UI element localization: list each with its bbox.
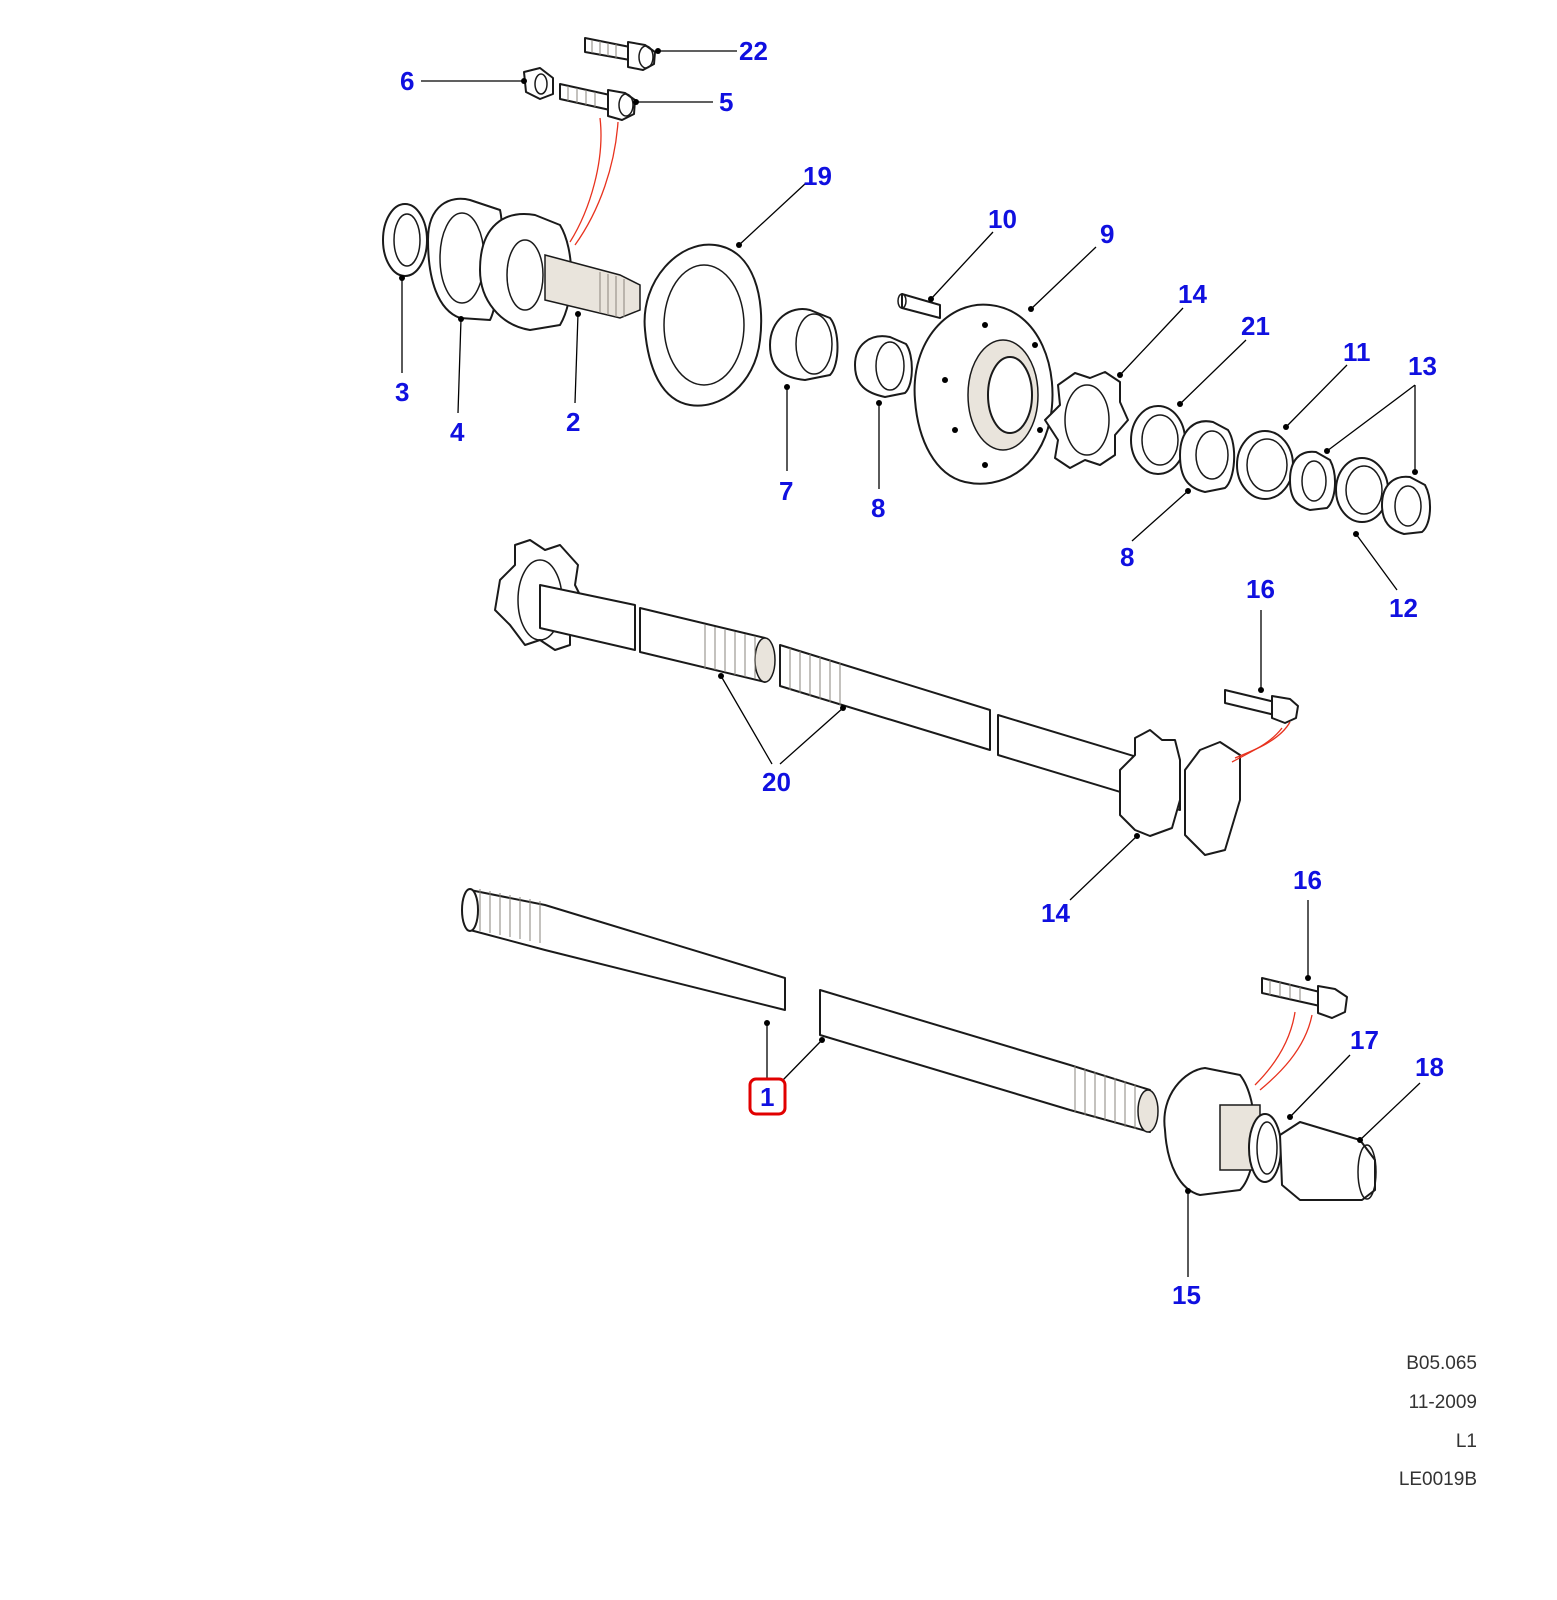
callout-11[interactable]: 11 <box>1343 337 1371 367</box>
diagram-date: 11-2009 <box>1408 1392 1477 1413</box>
callout-5[interactable]: 5 <box>719 87 733 117</box>
bolt-16-upper <box>1224 689 1299 724</box>
bearing-8-upper <box>854 335 913 398</box>
callout-19[interactable]: 19 <box>803 161 832 191</box>
lock-washer-14-upper <box>1044 371 1129 469</box>
callout-7[interactable]: 7 <box>779 476 793 506</box>
callout-10[interactable]: 10 <box>988 204 1017 234</box>
axle-shaft-20-upper <box>539 584 776 683</box>
callout-14-upper[interactable]: 14 <box>1178 279 1207 309</box>
bolt-path-lines <box>569 117 1313 1091</box>
callout-8-lower[interactable]: 8 <box>1120 542 1134 572</box>
nut-6 <box>523 67 554 100</box>
plate-19 <box>643 243 763 407</box>
bearing-8-lower <box>1179 420 1236 493</box>
circlip-17 <box>1248 1113 1282 1183</box>
callout-16-lower[interactable]: 16 <box>1293 865 1322 895</box>
bolt-5 <box>559 83 636 121</box>
washer-11 <box>1236 430 1294 500</box>
washer-12 <box>1335 457 1389 523</box>
nut-13-left <box>1289 450 1336 511</box>
callout-12[interactable]: 12 <box>1389 593 1418 623</box>
bearing-7 <box>769 308 839 381</box>
nut-13-right <box>1381 475 1431 535</box>
diagram-code: B05.065 <box>1406 1353 1477 1374</box>
callout-15[interactable]: 15 <box>1172 1280 1201 1310</box>
drive-flange-15 <box>1163 1067 1261 1196</box>
callout-14-lower[interactable]: 14 <box>1041 898 1070 928</box>
stud-10 <box>897 293 941 319</box>
callout-17[interactable]: 17 <box>1350 1025 1379 1055</box>
callout-22[interactable]: 22 <box>739 36 768 66</box>
callout-16-upper[interactable]: 16 <box>1246 574 1275 604</box>
leader-lines <box>399 48 1421 1277</box>
selected-callout-box <box>748 1077 787 1116</box>
hub-cap-18 <box>1279 1121 1377 1201</box>
callout-1[interactable]: 1 <box>760 1082 774 1112</box>
callout-8-upper[interactable]: 8 <box>871 493 885 523</box>
callout-21[interactable]: 21 <box>1241 311 1270 341</box>
diagram-level: L1 <box>1455 1431 1477 1452</box>
callout-18[interactable]: 18 <box>1415 1052 1444 1082</box>
drive-flange-middle <box>1184 741 1241 856</box>
bolt-16-lower <box>1261 977 1348 1019</box>
callout-4[interactable]: 4 <box>450 417 465 447</box>
callout-6[interactable]: 6 <box>400 66 414 96</box>
diagram-reference: LE0019B <box>1398 1469 1477 1490</box>
hub-9 <box>913 303 1054 485</box>
axle-shaft-1-right <box>819 989 1159 1133</box>
washer-21 <box>1130 405 1186 475</box>
bolt-22 <box>584 37 656 71</box>
callouts: 22 6 5 19 10 9 14 21 11 13 3 4 2 7 8 8 1… <box>395 36 1444 1310</box>
callout-3[interactable]: 3 <box>395 377 409 407</box>
lock-washer-14-lower <box>1119 729 1181 837</box>
axle-shaft-1-left <box>461 888 786 1011</box>
callout-20[interactable]: 20 <box>762 767 791 797</box>
callout-13[interactable]: 13 <box>1408 351 1437 381</box>
oil-seal-3 <box>382 203 428 277</box>
callout-2[interactable]: 2 <box>566 407 580 437</box>
stub-axle-2 <box>479 213 641 331</box>
callout-9[interactable]: 9 <box>1100 219 1114 249</box>
